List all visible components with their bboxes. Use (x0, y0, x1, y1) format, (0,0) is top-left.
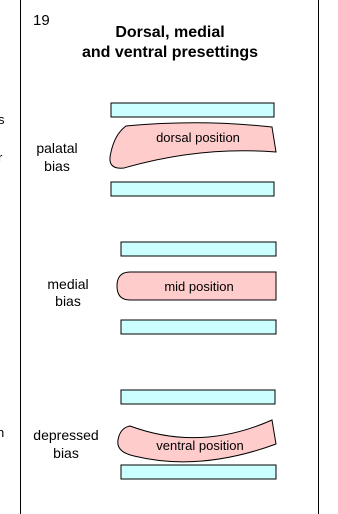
tongue-label-ventral: ventral position (156, 438, 243, 453)
tongue-shape-ventral (117, 419, 277, 463)
bias-label-depressed-line2: bias (53, 445, 79, 461)
jaw-bar-3 (120, 464, 277, 480)
edge-mark-1: s (0, 112, 5, 127)
title-line-1: Dorsal, medial (115, 24, 224, 41)
slide-number: 19 (33, 12, 50, 29)
bias-label-palatal-line1: palatal (36, 140, 77, 156)
tongue-label-dorsal: dorsal position (156, 130, 240, 145)
bias-label-depressed-line1: depressed (33, 427, 98, 443)
jaw-bar-1 (110, 181, 275, 197)
palate-bar-1 (110, 102, 275, 118)
bias-label-palatal-line2: bias (44, 158, 70, 174)
palate-bar-3 (120, 389, 276, 405)
edge-mark-2: r (0, 150, 3, 165)
edge-mark-3: n (0, 425, 4, 440)
jaw-bar-2 (120, 319, 277, 335)
bias-label-medial-line1: medial (47, 276, 88, 292)
tongue-label-mid: mid position (164, 279, 233, 294)
palate-bar-2 (120, 241, 277, 257)
bias-label-medial-line2: bias (55, 293, 81, 309)
title-line-2: and ventral presettings (82, 44, 258, 61)
tongue-shape-mid (116, 271, 277, 301)
tongue-shape-dorsal (109, 122, 277, 169)
